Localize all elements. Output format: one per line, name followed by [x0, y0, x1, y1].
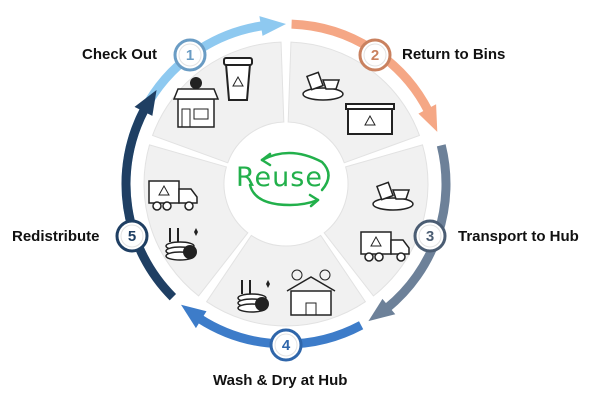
center-circle	[228, 126, 344, 242]
step-badge-3: 3	[413, 219, 447, 253]
center-title: Reuse	[236, 162, 323, 193]
reuse-arrows-icon	[248, 151, 330, 208]
truck-icon	[148, 180, 198, 211]
step-badge-1: 1	[173, 38, 207, 72]
arrowhead-5	[134, 89, 157, 116]
truck-icon	[360, 231, 410, 262]
dishes-icon	[302, 71, 344, 101]
step-label-check-out: Check Out	[82, 46, 158, 63]
clean-dishes-icon	[165, 228, 198, 261]
recycle-bin-icon	[345, 103, 395, 135]
step-number: 4	[282, 337, 291, 354]
step-number: 5	[128, 228, 136, 245]
step-label-wash-dry: Wash & Dry at Hub	[213, 372, 348, 389]
arrowhead-3	[368, 298, 396, 322]
arrowhead-2	[418, 104, 438, 132]
step-label-redistribute: Redistribute	[12, 228, 100, 245]
hub-building-icon	[286, 269, 336, 316]
recycle-cup-icon	[223, 57, 253, 101]
clean-dishes-icon	[237, 280, 270, 313]
arrowhead-1	[259, 16, 286, 36]
step-badge-4: 4	[269, 328, 303, 362]
step-label-return-to-bins: Return to Bins	[402, 46, 506, 63]
step-number: 2	[371, 47, 379, 64]
step-badge-5: 5	[115, 219, 149, 253]
dishes-icon	[372, 181, 414, 211]
step-label-transport-to-hub: Transport to Hub	[458, 228, 579, 245]
step-number: 3	[426, 228, 434, 245]
step-number: 1	[186, 47, 194, 64]
store-icon	[172, 77, 220, 128]
cycle-arrow-5	[121, 106, 177, 301]
step-badge-2: 2	[358, 38, 392, 72]
segment-step-1	[151, 41, 285, 164]
arrowhead-4	[181, 304, 207, 329]
